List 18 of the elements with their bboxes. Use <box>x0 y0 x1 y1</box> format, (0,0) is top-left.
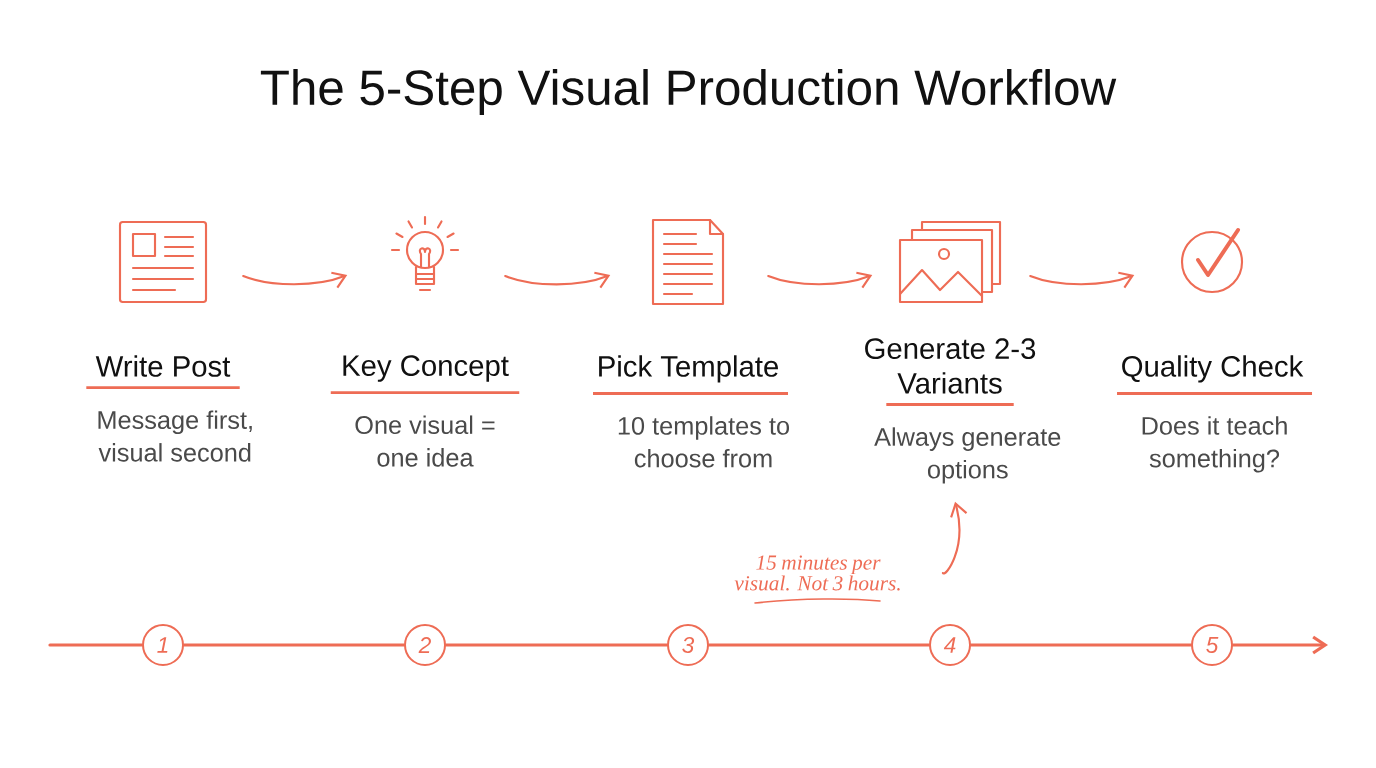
handwritten-note: 15 minutes per visual. Not 3 hours. <box>734 555 900 591</box>
image-stack-drawing <box>898 220 1002 304</box>
arrow <box>941 501 968 575</box>
step-label: Write Post Message first, visual second <box>86 355 252 462</box>
document-drawing <box>651 218 725 306</box>
step-label: Generate 2-3 Variants Always generate options <box>865 338 1061 484</box>
arrow <box>1029 271 1135 289</box>
step-label: Pick Template 10 templates to choose from <box>593 355 789 468</box>
title: The 5-Step Visual Production Workflow <box>260 69 1117 115</box>
arrow <box>242 271 348 289</box>
step-label: Key Concept One visual = one idea <box>330 355 520 467</box>
arrow <box>767 271 873 289</box>
arrow <box>1231 635 1328 655</box>
light-bulb-drawing <box>390 215 460 292</box>
document-drawing <box>118 220 208 304</box>
arrow <box>504 271 611 289</box>
check-mark-drawing <box>1180 228 1244 294</box>
step-label: Quality Check Does it teach something? <box>1117 355 1312 473</box>
